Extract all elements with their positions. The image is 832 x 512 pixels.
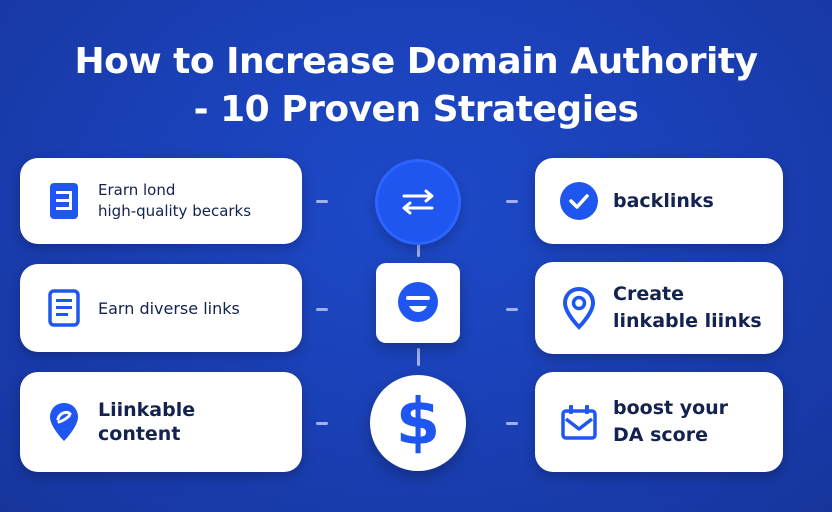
- right-card-2: Create linkable liinks: [535, 262, 783, 354]
- center-node-link: [378, 162, 458, 242]
- connector-dash: [316, 200, 328, 203]
- vertical-connector: [417, 243, 420, 257]
- left-card-1-line-2: high-quality becarks: [98, 202, 252, 220]
- page-title: How to Increase Domain Authority - 10 Pr…: [0, 38, 832, 134]
- calendar-mail-icon: [559, 402, 599, 442]
- title-line-2: - 10 Proven Strategies: [193, 89, 639, 130]
- connector-dash: [506, 422, 518, 425]
- left-card-1: Erarn lond high-quality becarks: [20, 158, 302, 244]
- vertical-connector: [417, 348, 420, 366]
- right-card-3-text: boost your DA score: [613, 395, 728, 449]
- left-card-3: Liinkable content: [20, 372, 302, 472]
- list-document-icon: [44, 181, 84, 221]
- link-arrows-icon: [402, 189, 434, 215]
- right-card-2-line-2: linkable liinks: [613, 310, 762, 332]
- right-card-3-line-1: boost your: [613, 397, 729, 419]
- left-card-1-line-1: Erarn lond: [98, 181, 176, 199]
- center-node-dollar: $: [370, 375, 466, 471]
- title-line-1: How to Increase Domain Authority: [74, 41, 758, 82]
- location-pin-icon: [559, 286, 599, 330]
- left-card-3-line-2: content: [98, 423, 181, 445]
- left-card-3-line-1: Liinkable: [98, 399, 196, 421]
- right-card-3: boost your DA score: [535, 372, 783, 472]
- map-pin-icon: [44, 402, 84, 442]
- connector-dash: [316, 308, 328, 311]
- left-card-2: Earn diverse links: [20, 264, 302, 352]
- right-card-2-text: Create linkable liinks: [613, 281, 762, 335]
- left-card-1-text: Erarn lond high-quality becarks: [98, 180, 251, 222]
- connector-dash: [506, 308, 518, 311]
- right-card-1-text: backlinks: [613, 189, 714, 212]
- right-card-2-line-1: Create: [613, 283, 684, 305]
- right-card-1: backlinks: [535, 158, 783, 244]
- left-card-3-text: Liinkable content: [98, 398, 195, 446]
- connector-dash: [506, 200, 518, 203]
- connector-dash: [316, 422, 328, 425]
- left-card-2-text: Earn diverse links: [98, 298, 240, 318]
- dollar-icon: $: [395, 386, 441, 460]
- center-node-chat: [376, 263, 460, 343]
- document-lines-icon: [44, 288, 84, 328]
- chat-bubble-icon: [398, 282, 438, 322]
- right-card-3-line-2: DA score: [613, 424, 708, 446]
- check-circle-icon: [559, 181, 599, 221]
